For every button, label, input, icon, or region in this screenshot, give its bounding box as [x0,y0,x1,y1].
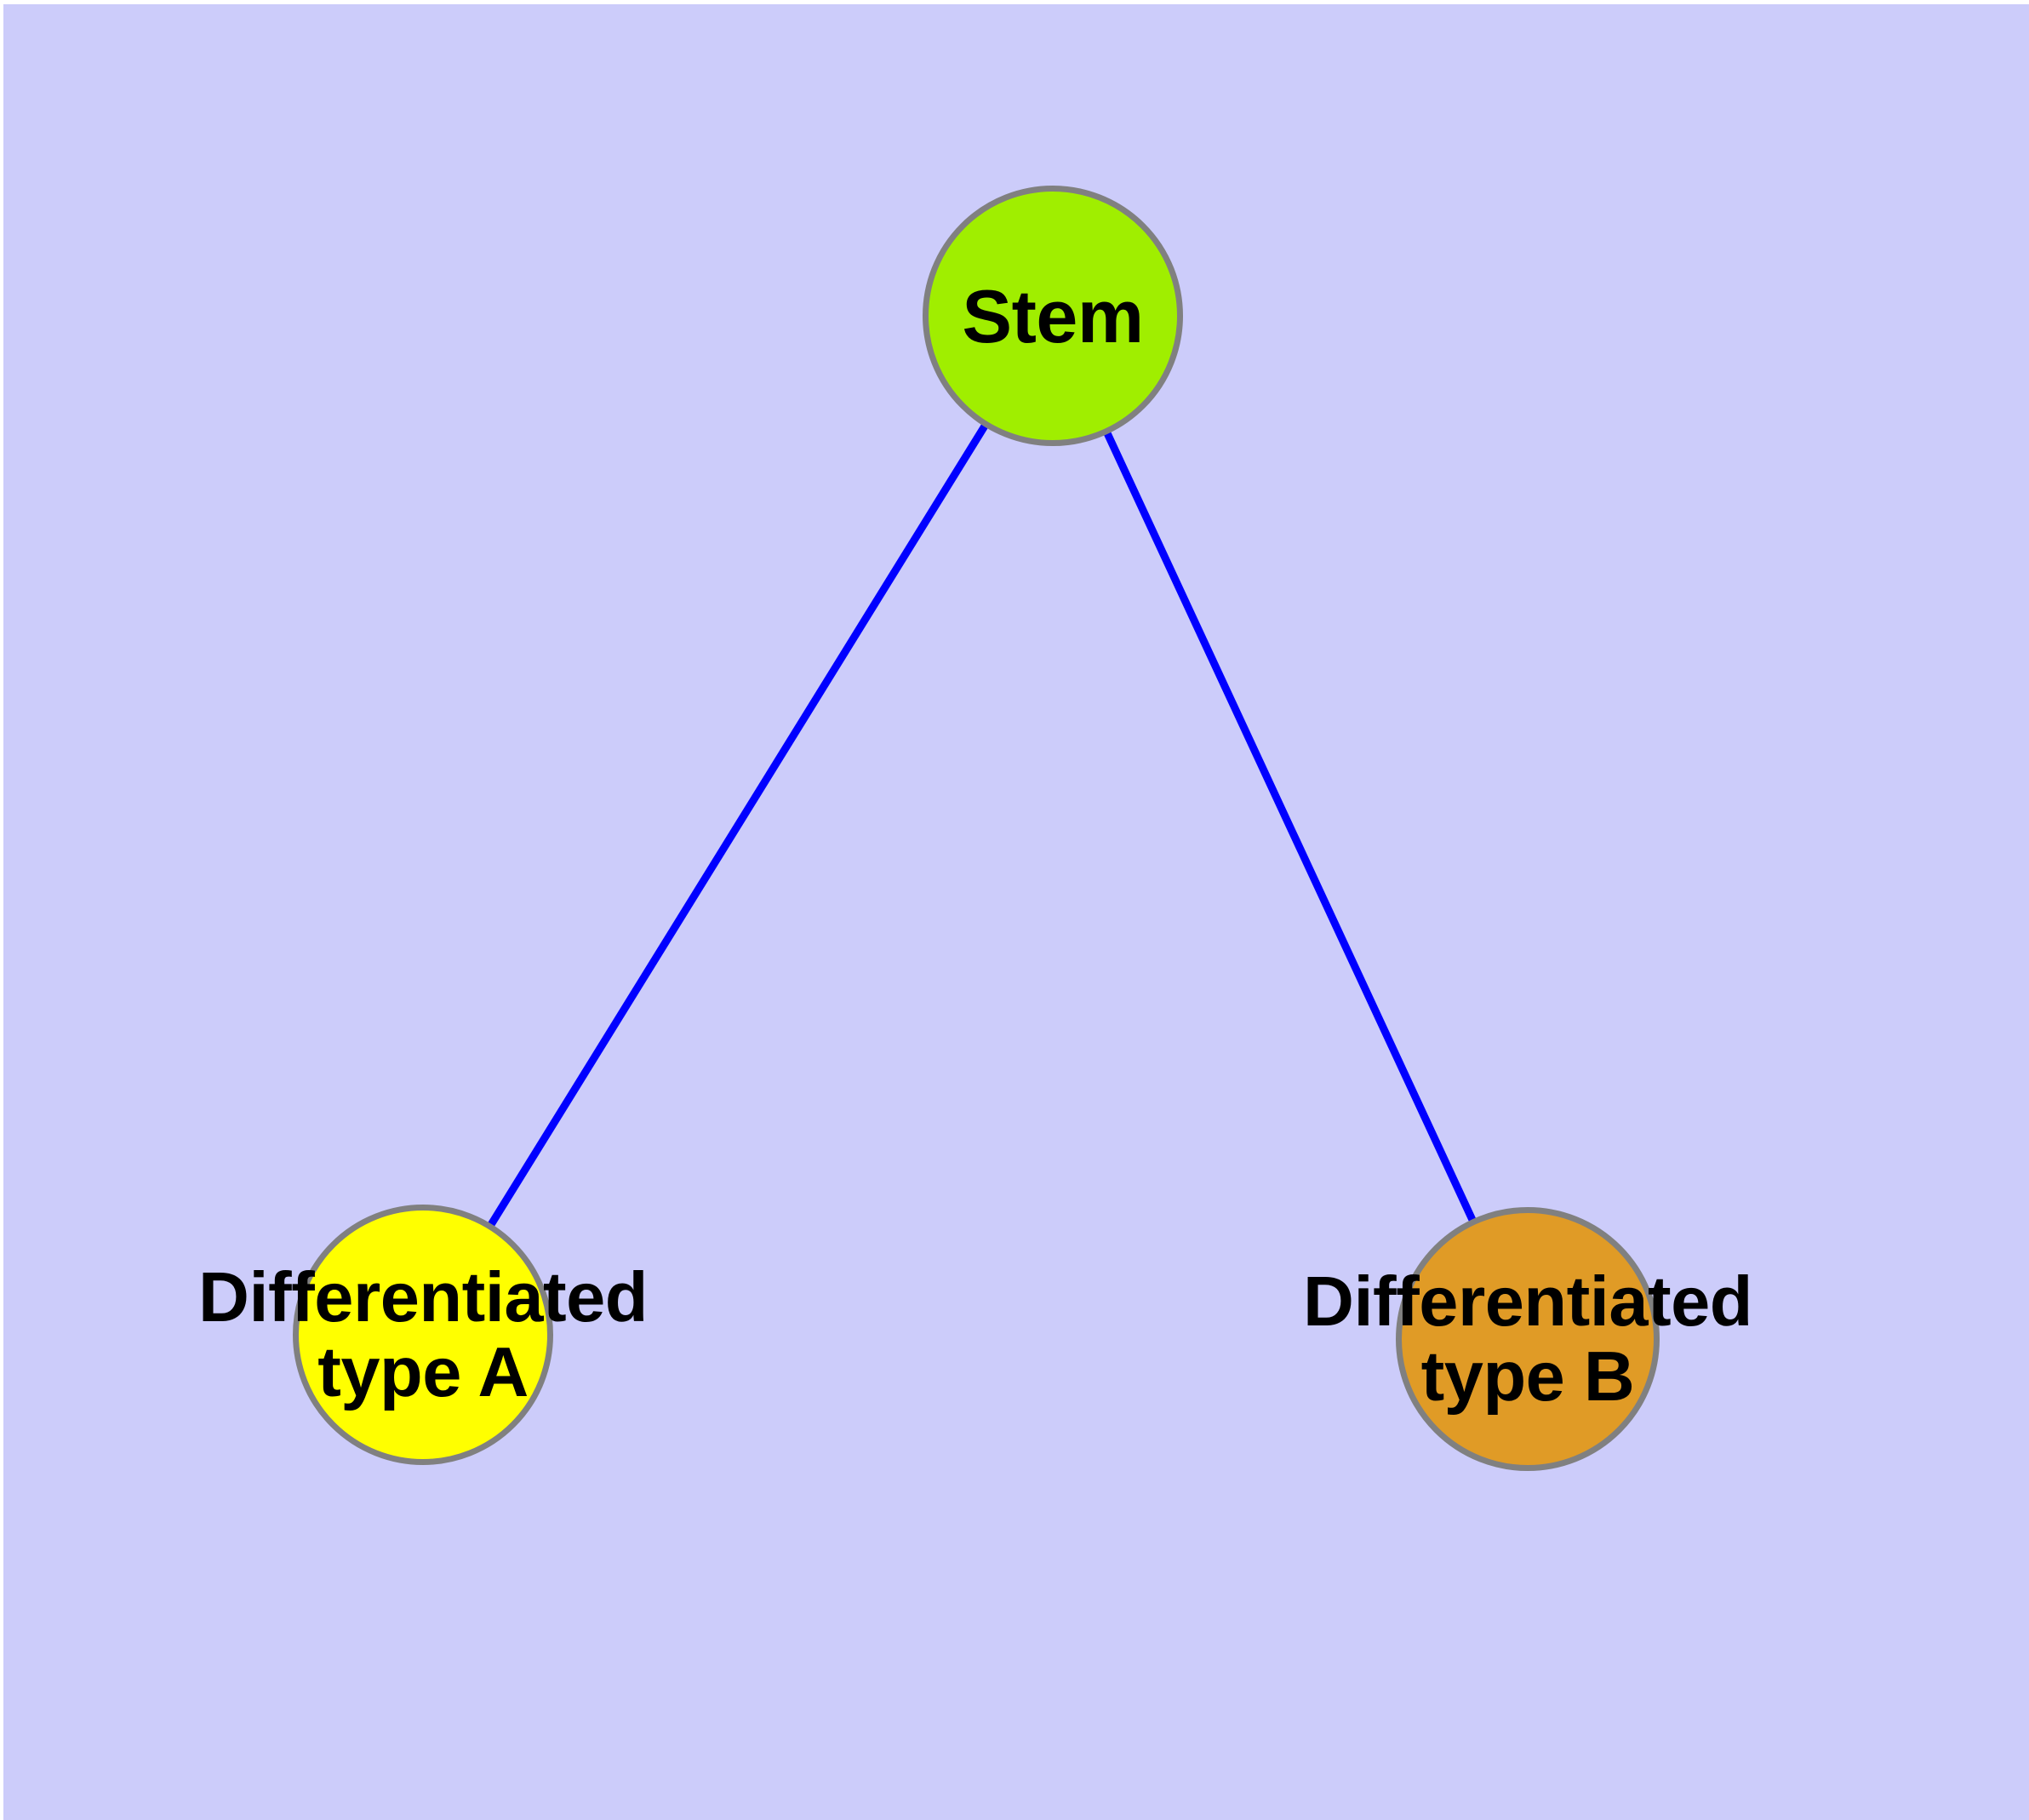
edge-stem-to-differentiated-type-a [487,423,989,1228]
node-differentiated-type-b[interactable] [1396,1207,1660,1471]
node-differentiated-type-a[interactable] [293,1205,553,1465]
node-stem[interactable] [923,186,1183,446]
nodes-layer [293,186,1660,1471]
edges-layer [487,423,1477,1228]
edge-stem-to-differentiated-type-b [1103,431,1477,1223]
